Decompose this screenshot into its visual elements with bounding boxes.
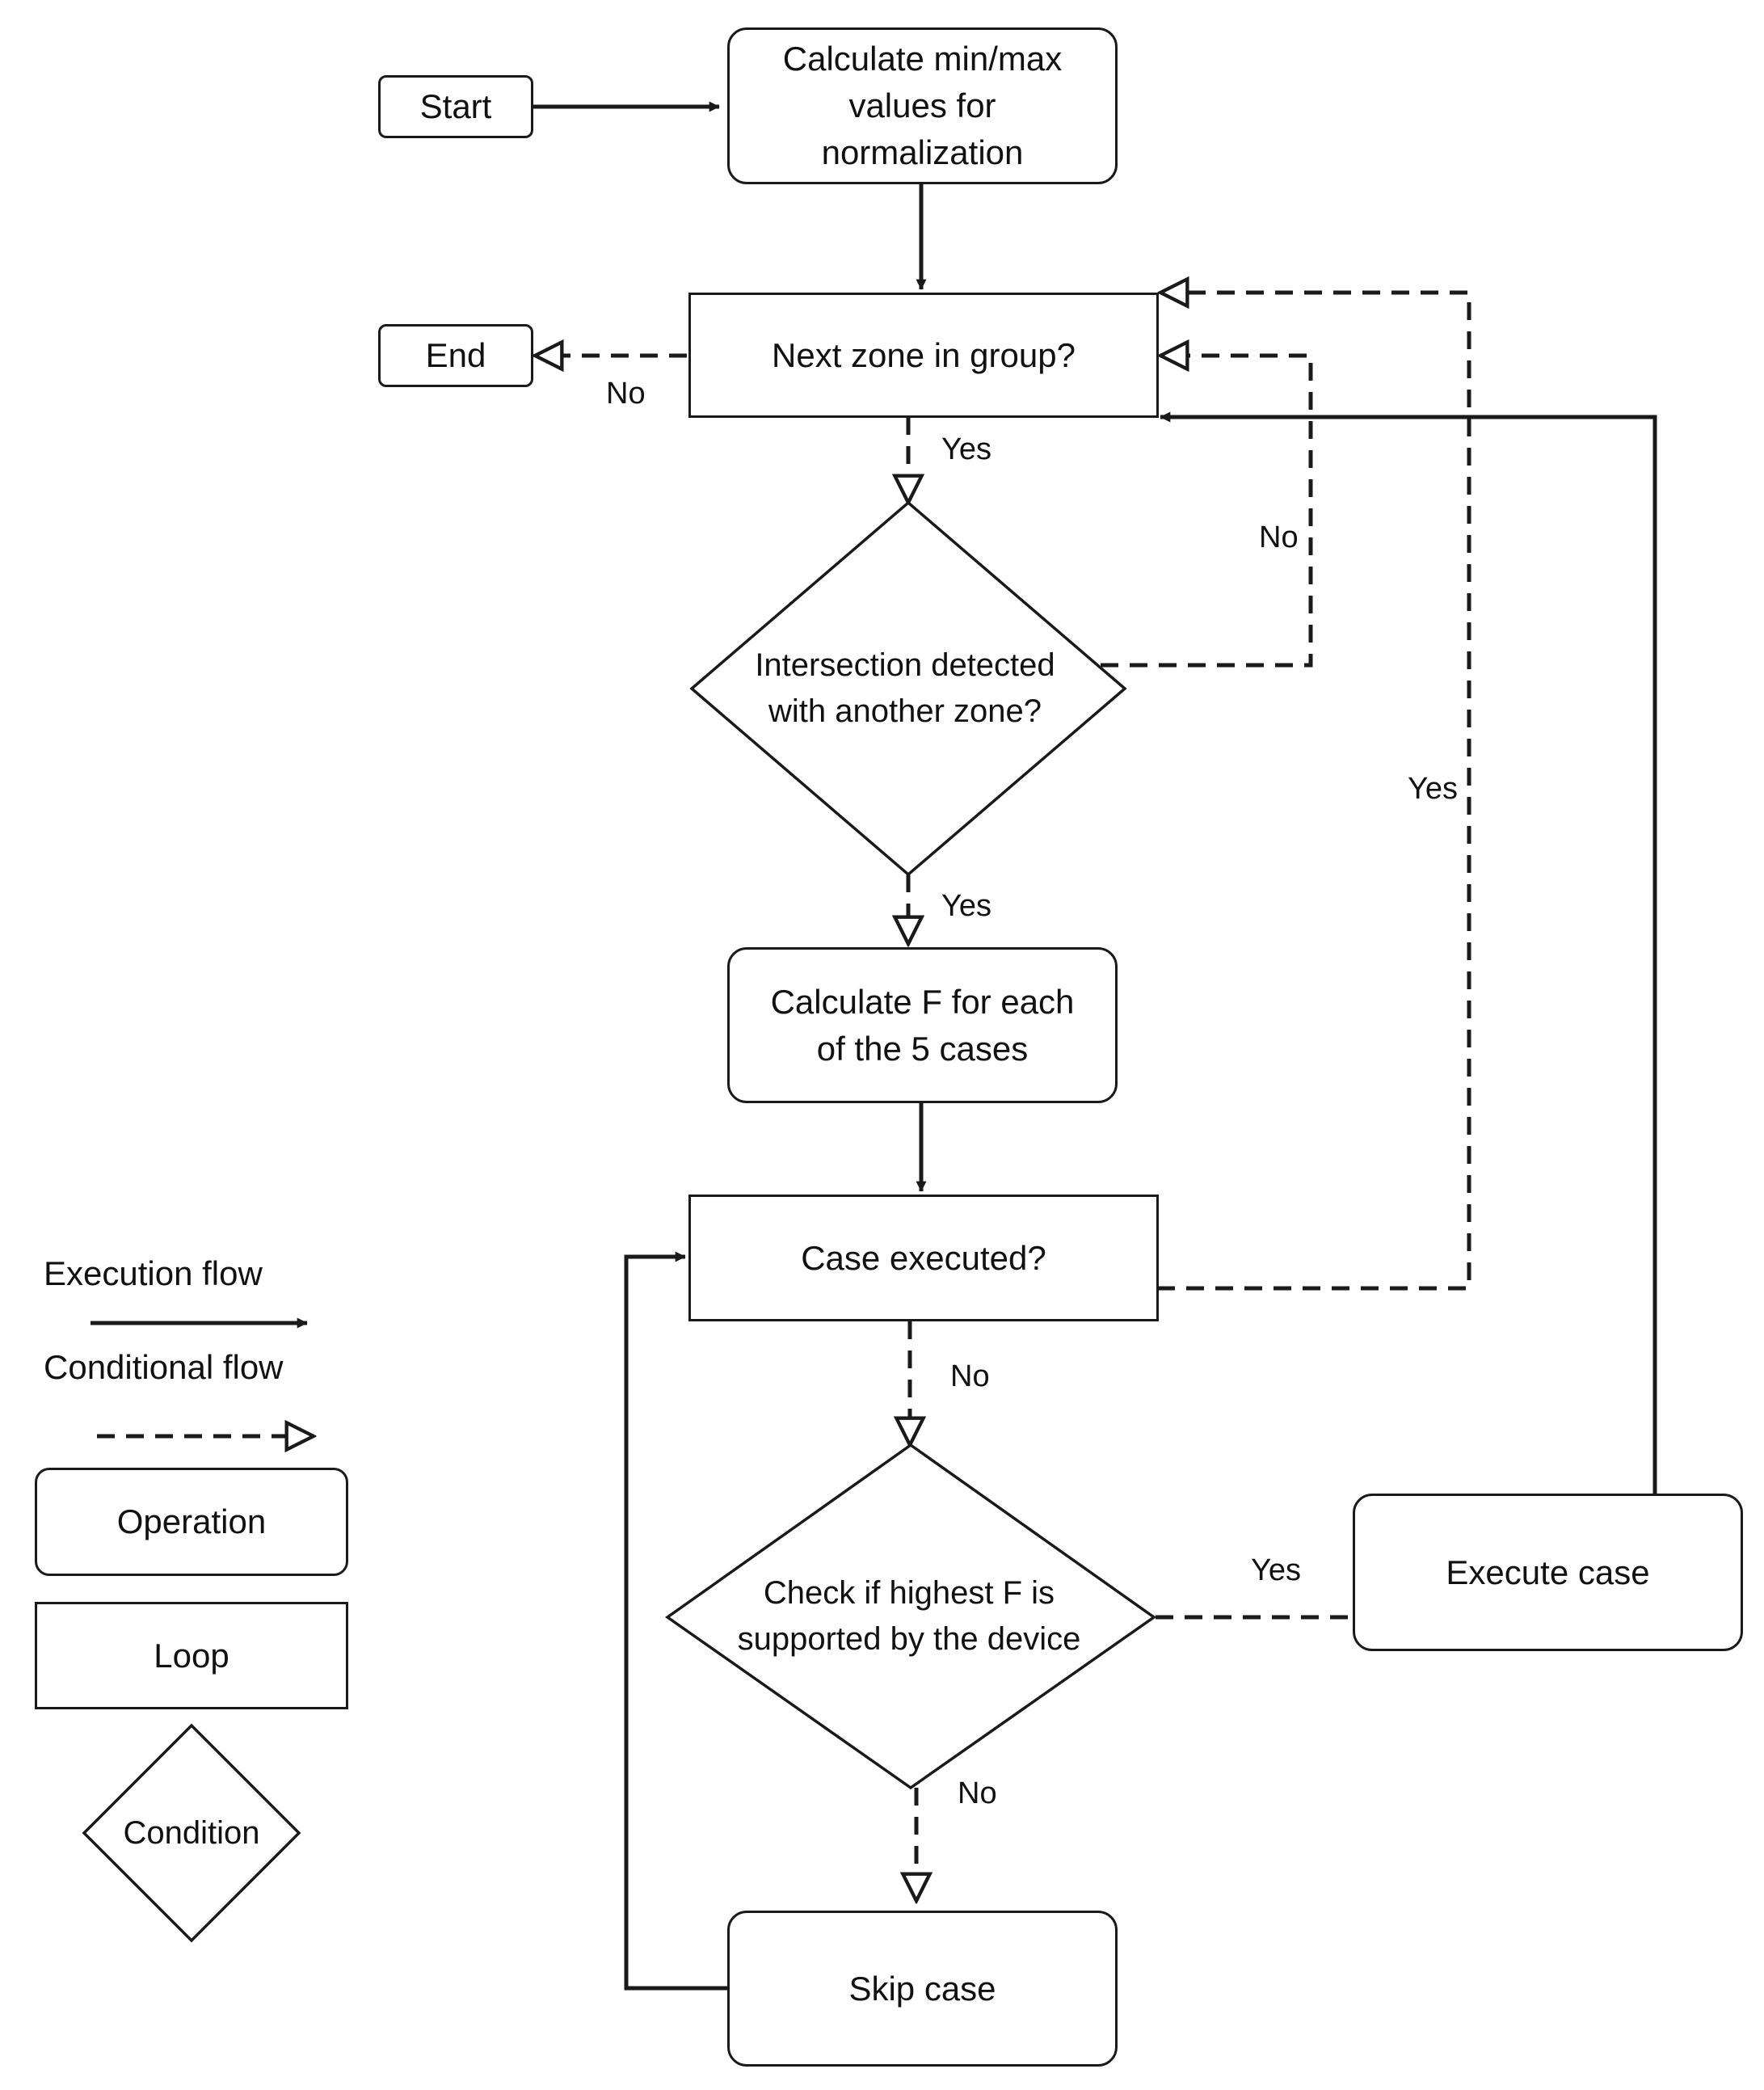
- intersection-label: Intersection detected with another zone?: [755, 647, 1055, 729]
- edge-intersection-no-to-next-zone: [1101, 356, 1313, 668]
- next-zone-no-label: No: [606, 377, 646, 411]
- check-f-label: Check if highest F is supported by the d…: [737, 1575, 1081, 1657]
- intersection-no-label: No: [1259, 520, 1299, 554]
- case-executed-no-label: No: [950, 1359, 990, 1393]
- execute-case-node: Execute case: [1353, 1494, 1743, 1651]
- check-f-no-label: No: [958, 1776, 997, 1810]
- legend-conditional-flow: Conditional flow: [44, 1348, 284, 1386]
- calc-minmax-node: Calculate min/max values for normalizati…: [727, 27, 1118, 184]
- legend-loop: Loop: [35, 1602, 348, 1709]
- intersection-yes-label: Yes: [941, 889, 991, 923]
- skip-case-node: Skip case: [727, 1911, 1118, 2067]
- legend-condition-label: Condition: [123, 1814, 260, 1851]
- legend-condition-diamond: [82, 1723, 301, 1943]
- legend-operation: Operation: [35, 1468, 348, 1576]
- legend-execution-flow: Execution flow: [44, 1254, 263, 1292]
- end-node: End: [378, 324, 533, 387]
- case-executed-yes-label: Yes: [1408, 772, 1458, 806]
- edge-case-executed-yes-to-next-zone: [1157, 293, 1471, 1291]
- check-f-diamond: [664, 1443, 1157, 1790]
- start-node: Start: [378, 75, 533, 138]
- next-zone-yes-label: Yes: [941, 432, 991, 466]
- edge-execute-to-next-zone: [1160, 411, 1657, 1494]
- edge-skip-to-case-executed: [624, 1251, 727, 1991]
- case-executed-node: Case executed?: [688, 1195, 1159, 1321]
- intersection-diamond: [689, 500, 1127, 877]
- next-zone-node: Next zone in group?: [688, 293, 1159, 418]
- calc-f-node: Calculate F for each of the 5 cases: [727, 947, 1118, 1103]
- check-f-yes-label: Yes: [1251, 1553, 1301, 1587]
